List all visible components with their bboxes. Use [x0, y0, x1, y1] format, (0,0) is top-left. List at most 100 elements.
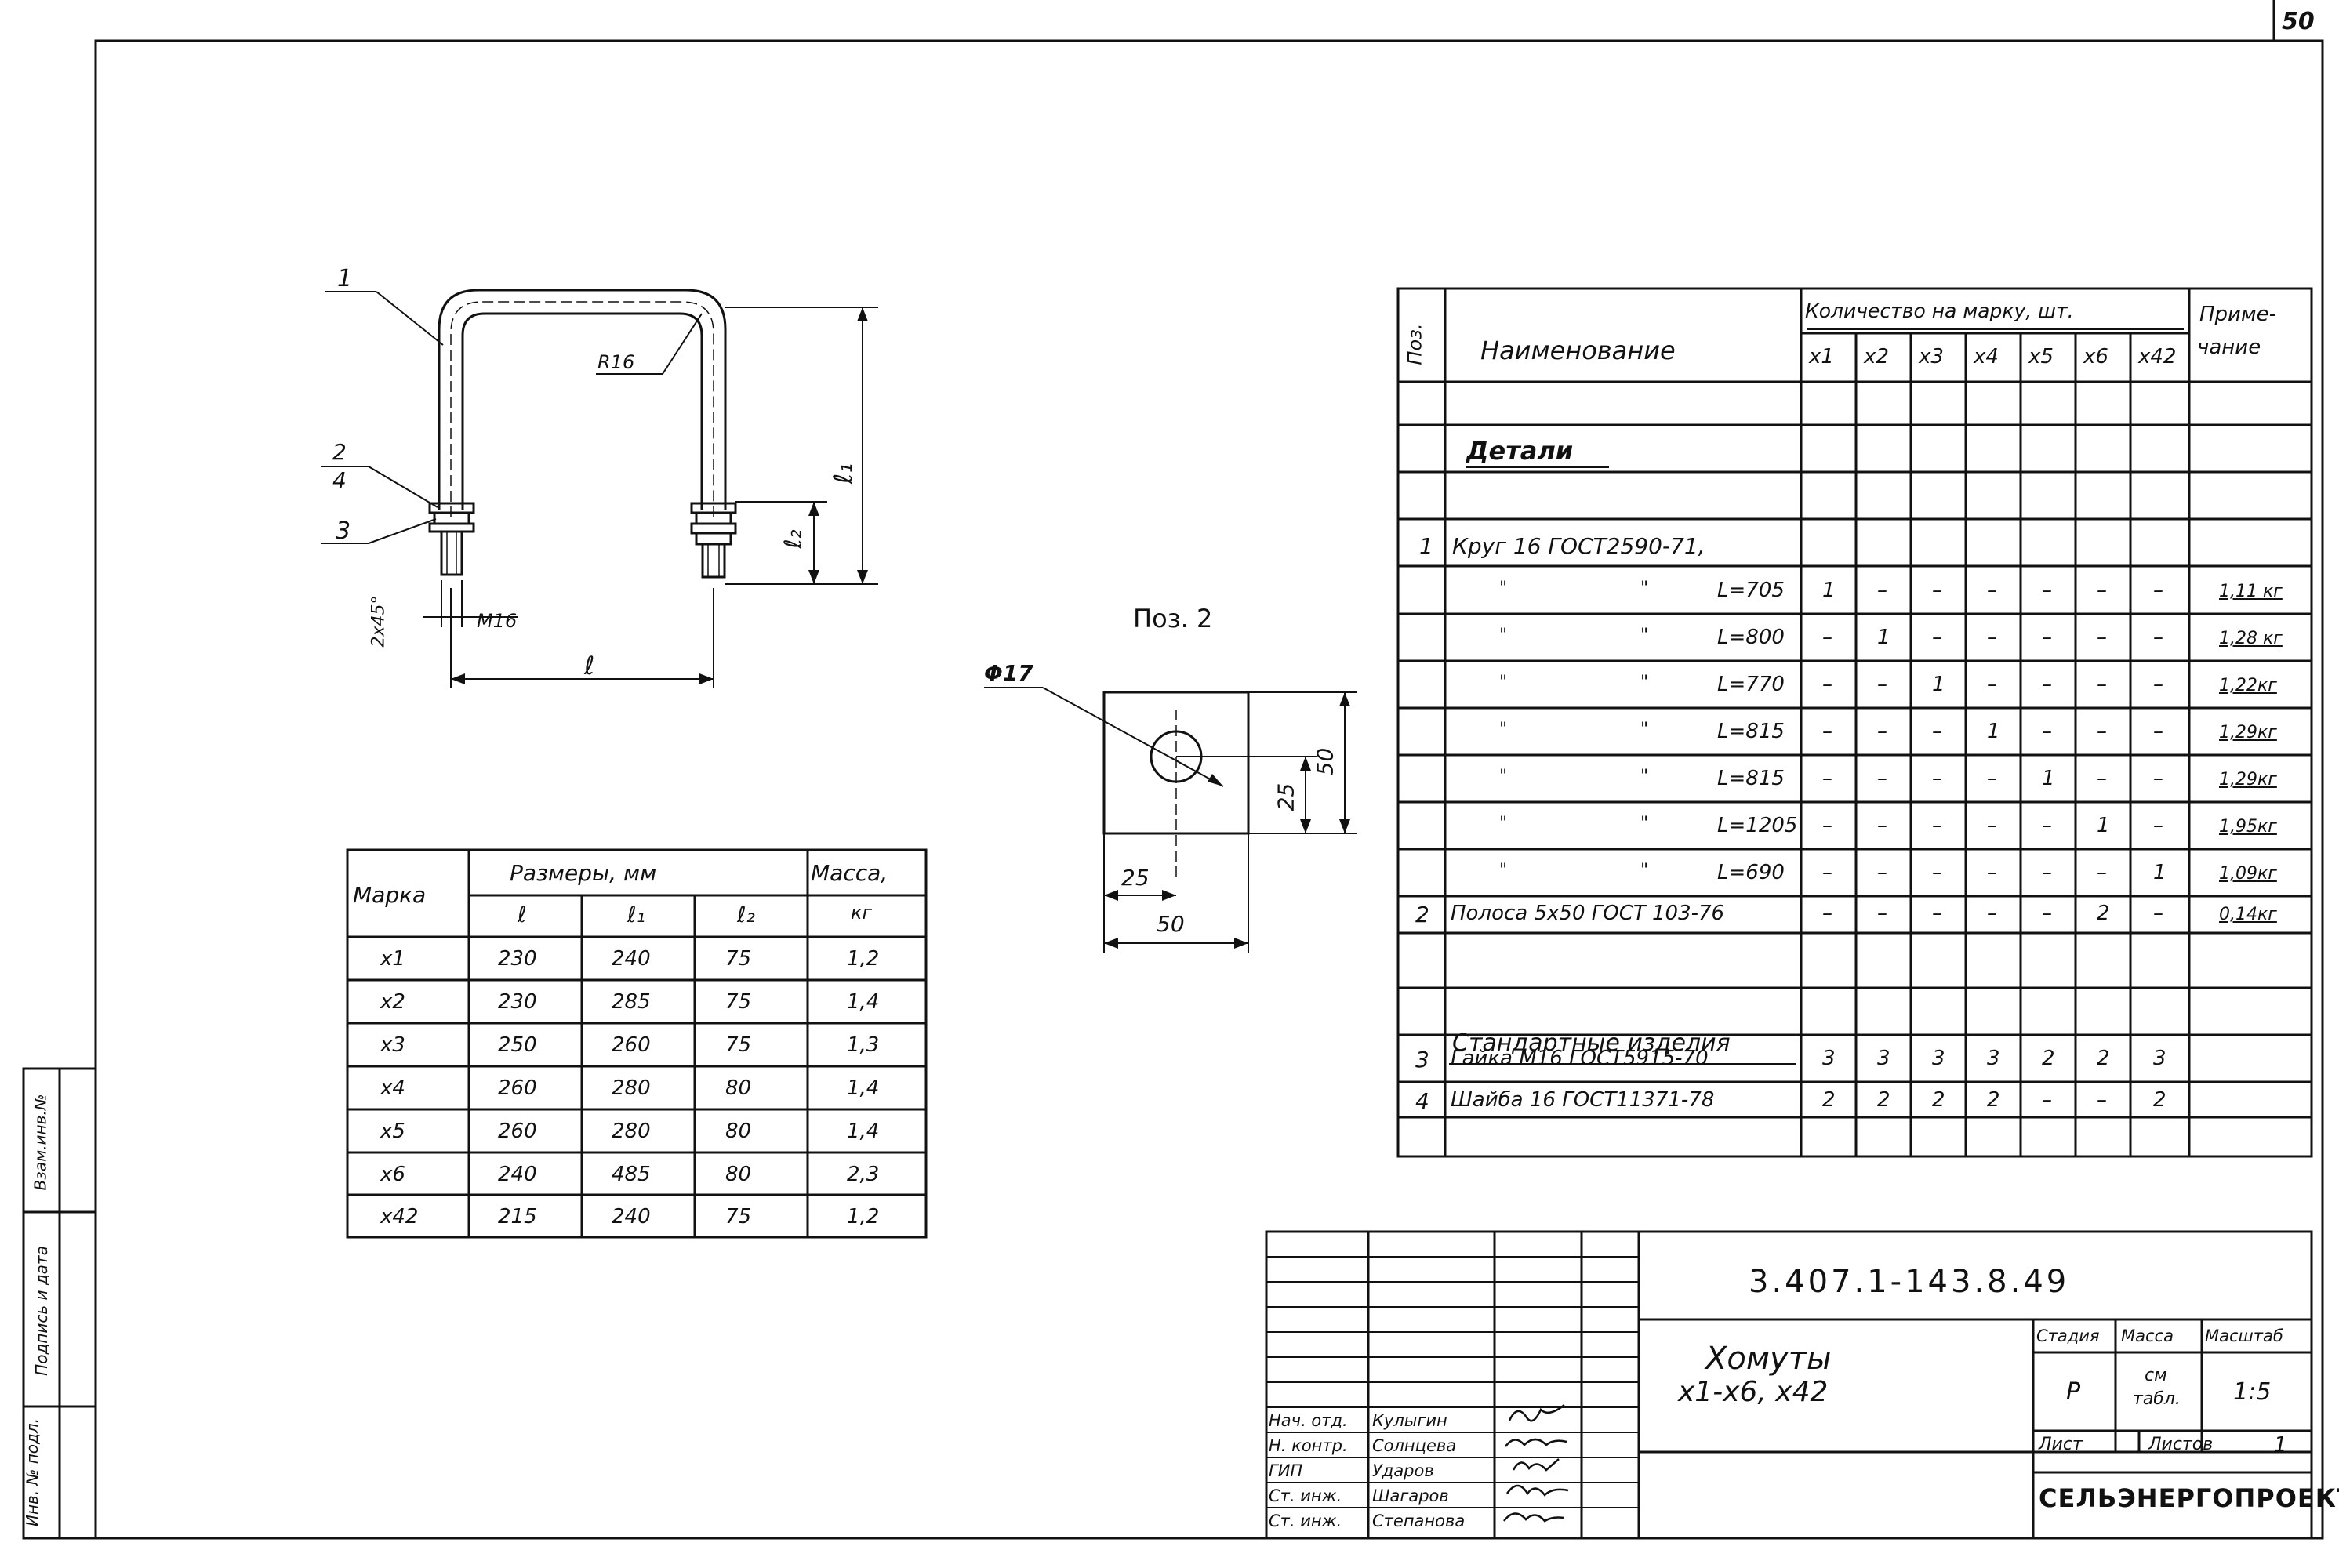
spec-qty-cell: –	[1877, 673, 1887, 696]
sizes-row-value: 1,4	[847, 1120, 880, 1143]
title-person: Шагаров	[1372, 1486, 1449, 1505]
title-name-2: x1-x6, x42	[1678, 1376, 1829, 1408]
spec-mark-header: x4	[1974, 345, 1999, 368]
sizes-header-marka: Марка	[353, 882, 427, 908]
spec-ditto-mark: "	[1640, 767, 1649, 786]
sizes-header-kg: кг	[851, 902, 873, 924]
pos2-title: Поз. 2	[1133, 604, 1213, 633]
dim-l1: ℓ₁	[828, 463, 859, 485]
spec-qty-cell: –	[1932, 626, 1942, 649]
title-massa-2: табл.	[2133, 1389, 2181, 1409]
spec-qty-cell: 1	[2042, 767, 2055, 790]
side-stamp-podpis: Подпись и дата	[31, 1246, 51, 1376]
sizes-row-mark: x2	[380, 990, 405, 1014]
spec-qty-cell: –	[2153, 626, 2163, 649]
sizes-row-value: 240	[612, 1205, 651, 1229]
spec-qty-cell: 2	[1877, 1088, 1890, 1112]
pos2-dim-25-right: 25	[1273, 782, 1299, 811]
spec-qty-cell: –	[2042, 626, 2052, 649]
spec-note: 0,14кг	[2219, 905, 2277, 924]
sizes-row-value: 1,2	[847, 947, 880, 971]
side-stamp-vzam: Взам.инв.№	[31, 1094, 50, 1191]
spec-qty-cell: 3	[1877, 1047, 1890, 1070]
spec-qty-cell: –	[1822, 720, 1832, 743]
dim-l2: ℓ₂	[779, 529, 808, 549]
spec-ditto-mark: "	[1640, 861, 1649, 880]
spec-ditto-mark: "	[1499, 814, 1508, 833]
spec-qty-cell: –	[1987, 767, 1997, 790]
spec-mark-header: x5	[2028, 345, 2054, 368]
title-stadia: Р	[2066, 1378, 2081, 1406]
spec-qty-cell: –	[1877, 720, 1887, 743]
spec-ditto-mark: "	[1640, 673, 1649, 692]
title-role: Ст. инж.	[1269, 1486, 1342, 1505]
spec-ditto-mark: "	[1499, 720, 1508, 739]
spec-strip-poz: 2	[1415, 902, 1429, 927]
sizes-row-value: 75	[725, 1205, 752, 1229]
spec-qty-cell: –	[2097, 579, 2107, 602]
spec-ditto-mark: "	[1640, 626, 1649, 645]
spec-qty-cell: –	[1822, 902, 1832, 925]
spec-qty-cell: –	[2042, 902, 2052, 925]
spec-mark-header: x2	[1864, 345, 1889, 368]
spec-mark-header: x6	[2083, 345, 2108, 368]
sizes-header-l1: ℓ₁	[627, 902, 645, 927]
spec-length: L=1205	[1717, 814, 1798, 837]
spec-nut-name: Гайка М16 ГОСТ5915-70	[1451, 1047, 1709, 1070]
sizes-row-value: 285	[612, 990, 651, 1014]
spec-qty-cell: 2	[2097, 902, 2110, 925]
spec-qty-cell: 2	[2153, 1088, 2166, 1112]
spec-ditto-mark: "	[1499, 626, 1508, 645]
spec-qty-cell: –	[2097, 861, 2107, 884]
title-role: Ст. инж.	[1269, 1512, 1342, 1530]
sizes-header-l: ℓ	[518, 902, 527, 927]
title-massa-1: см	[2145, 1366, 2167, 1385]
title-masshtab: 1:5	[2233, 1378, 2272, 1406]
spec-qty-cell: –	[2153, 902, 2163, 925]
side-stamp-inv-podl: Инв. № подл.	[22, 1418, 42, 1526]
spec-qty-cell: 2	[1987, 1088, 2000, 1112]
spec-qty-cell: –	[1822, 626, 1832, 649]
title-role: ГИП	[1269, 1461, 1303, 1480]
sizes-row-value: 1,4	[847, 1076, 880, 1100]
spec-qty-cell: –	[2042, 673, 2052, 696]
radius-label: R16	[597, 351, 635, 373]
spec-qty-cell: 3	[1932, 1047, 1945, 1070]
spec-qty-cell: –	[1987, 579, 1997, 602]
sizes-row-value: 2,3	[847, 1163, 880, 1186]
pos2-dim-50-bottom: 50	[1157, 911, 1185, 937]
spec-header-name: Наименование	[1480, 336, 1676, 365]
spec-qty-cell: –	[2097, 767, 2107, 790]
spec-qty-cell: –	[1987, 814, 1997, 837]
spec-length: L=815	[1717, 720, 1785, 743]
spec-qty-cell: –	[1987, 626, 1997, 649]
spec-ditto-mark: "	[1499, 673, 1508, 692]
spec-header-note-2: чание	[2197, 336, 2261, 359]
spec-qty-cell: –	[2042, 720, 2052, 743]
dim-l: ℓ	[584, 651, 595, 681]
sizes-row-value: 75	[725, 947, 752, 971]
sizes-row-value: 260	[498, 1076, 537, 1100]
spec-qty-cell: –	[2097, 673, 2107, 696]
pos2-dim-25-bottom: 25	[1121, 865, 1150, 891]
spec-qty-cell: –	[1877, 814, 1887, 837]
spec-krug-poz: 1	[1419, 533, 1433, 559]
spec-qty-cell: 1	[1987, 720, 2000, 743]
title-person: Солнцева	[1372, 1436, 1457, 1455]
sizes-row-mark: x6	[380, 1163, 405, 1186]
sizes-row-value: 1,4	[847, 990, 880, 1014]
spec-qty-cell: 1	[1822, 579, 1836, 602]
spec-krug-name: Круг 16 ГОСТ2590-71,	[1452, 533, 1705, 559]
spec-qty-cell: 2	[1932, 1088, 1945, 1112]
spec-qty-cell: –	[1932, 814, 1942, 837]
spec-ditto-mark: "	[1640, 720, 1649, 739]
spec-qty-cell: 1	[2097, 814, 2110, 837]
spec-note: 1,29кг	[2219, 770, 2277, 789]
spec-qty-cell: –	[2042, 1088, 2052, 1112]
spec-qty-cell: 1	[2153, 861, 2166, 884]
spec-header-qty: Количество на марку, шт.	[1805, 299, 2074, 322]
spec-strip-name: Полоса 5x50 ГОСТ 103-76	[1451, 902, 1725, 925]
spec-qty-cell: –	[1932, 767, 1942, 790]
title-person: Удаpов	[1372, 1461, 1434, 1480]
sizes-row-value: 230	[498, 947, 537, 971]
